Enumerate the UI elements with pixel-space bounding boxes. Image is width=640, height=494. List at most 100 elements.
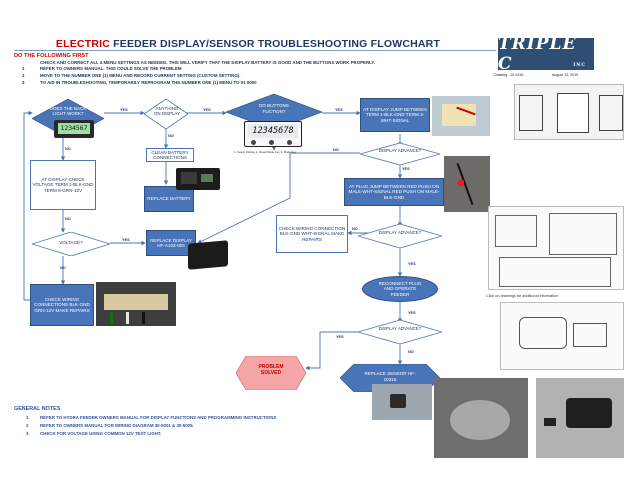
photo-display-unit[interactable] [188,240,228,270]
diagram-block-1 [495,215,537,247]
note-2: REFER TO OWNERS MANUAL FOR WIRING DIAGRA… [40,423,194,428]
wire-white [126,312,129,324]
photo-jumper-display[interactable] [432,96,490,136]
photo-wiring-connections[interactable] [96,282,176,326]
decision-voltage [32,232,110,256]
terminal-right [599,95,623,131]
do-first-heading: DO THE FOLLOWING FIRST [14,53,89,59]
lcd-small-readout: 1234567 [58,123,90,134]
note-number-1: 1 [26,415,29,420]
label-no-5: NO [352,227,358,231]
diagram-block-3 [499,257,611,287]
action-reconnect-text: RECONNECT PLUG AND OPERATE FEEDER [378,280,422,297]
action-check-wiring: CHECK WIRING CONNECTION BLK-GND WHT-SIGN… [276,215,348,253]
lcd-legend: 1- Select Display 2- Reset/Mode Key 3- M… [234,150,297,154]
note-1: REFER TO HYDRA FEEDER OWNERS MANUAL FOR … [40,415,277,420]
action-replace-display: REPLACE DISPLAY HF-A103-005 [146,230,196,256]
label-no-3: NO [333,148,339,152]
photo-display-buttons[interactable]: 12345678 [244,121,302,147]
feeder-body [519,317,567,349]
motor-sensor [544,418,556,426]
photo-motor[interactable] [536,378,624,458]
motor-body [566,398,612,428]
action-plug-jump: AT PLUG JUMP BETWEEN RED PUSH ON MALE-WH… [344,178,444,206]
general-notes-heading: GENERAL NOTES [14,406,61,412]
sensor-body [390,394,406,408]
label-no-7: NO [408,350,414,354]
label-yes-5: YES [122,238,130,242]
action-replace-sensor-text: REPLACE SENSOR HF-10316 [364,371,416,382]
battery-label [201,174,213,182]
terminal-block [104,294,168,310]
button-1-icon [251,140,256,145]
button-2-icon [269,140,274,145]
decision-display-advance-3 [358,320,442,344]
decision-voltage-text: VOLTAGE? [59,240,83,245]
terminal-center [557,93,589,133]
label-yes-3: YES [335,108,343,112]
decision-display-advance-1-text: DISPLAY ADVANCE? [378,148,422,153]
label-no-1: NO [65,147,71,151]
photo-sensor-2[interactable] [434,378,528,458]
plug-connector [458,180,464,186]
battery-cell [181,172,197,184]
click-note: Click on drawings for additional informa… [486,294,559,298]
action-check-wiring-12v: CHECK WIRING CONNECTIONS BLK-GND GRN-12V… [30,284,94,326]
photo-sensor-1[interactable] [372,384,432,420]
label-yes-1: YES [120,108,128,112]
drawing-number: Drawing : 10-0316 [494,73,524,77]
decision-display-advance-1 [360,143,440,165]
photo-battery[interactable] [176,168,220,190]
action-clean-battery: CLEAN BATTERY CONNECTIONS [146,148,194,162]
note-number-2: 2 [26,423,29,428]
action-replace-battery: REPLACE BATTERY [144,186,194,212]
wire-black [142,312,145,324]
decision-anything [144,99,188,129]
title-divider [14,50,496,51]
action-jump-display: AT DISPLAY JUMP BETWEEN TERM 1-BLK-GND T… [360,98,430,132]
page-title: ELECTRIC FEEDER DISPLAY/SENSOR TROUBLESH… [55,38,441,50]
decision-display-advance-3-text: DISPLAY ADVANCE? [378,326,422,331]
label-no-4: NO [65,217,71,221]
label-no-6: NO [60,266,66,270]
drawing-feeder-assembly[interactable] [500,302,624,370]
label-yes-4: YES [402,167,410,171]
label-no-2: NO [168,134,174,138]
note-number-3: 3 [26,431,29,436]
decision-buttons-text: DO BUTTONS FUCTION? [258,103,290,114]
sensor-wheel [450,400,510,440]
decision-anything-text: ANYTHING ON DISPLAY [153,106,181,117]
button-3-icon [287,140,292,145]
drawing-wiring-diagram[interactable] [488,206,624,290]
photo-backlight-display[interactable]: 1234567 [54,120,94,138]
decision-backlight-text: DOES THE BACK LIGHT WORK? [49,106,87,117]
label-yes-2: YES [203,108,211,112]
decision-display-advance-2-text: DISPLAY ADVANCE? [378,230,422,235]
feeder-motor [573,323,607,347]
terminal-left [519,95,543,131]
diagram-block-2 [549,213,617,255]
action-reconnect: RECONNECT PLUG AND OPERATE FEEDER [362,276,438,302]
instruction-number-1: 1 [22,66,25,71]
photo-plug-jump[interactable] [444,156,490,212]
lcd-large-readout: 12345678 [248,124,298,138]
instruction-0: CHECK AND CORRECT ALL 4 MENU SETTINGS AS… [40,60,376,65]
label-yes-8: YES [336,335,344,339]
note-3: CHECK FOR VOLTAGE USING COMMON 12V TEST … [40,431,162,436]
terminal-problem-solved-text: PROBLEM SOLVED [258,364,284,377]
label-yes-6: YES [408,262,416,266]
instruction-1: REFER TO OWNERS MANUAL. THIS COULD SOLVE… [40,66,182,71]
label-yes-7: YES [408,311,416,315]
instruction-2: MOVE TO THE NUMBER ONE (1) MENU AND RECO… [40,73,241,78]
instruction-3: TO AID IN TROUBLESHOOTING, TEMPORARILY R… [40,80,257,85]
drawing-terminal-diagram[interactable] [514,84,624,140]
wire-green [110,312,113,324]
decision-display-advance-2 [358,224,442,248]
instruction-number-2: 2 [22,73,25,78]
drawing-date: August 13, 2015 [552,73,579,77]
action-check-voltage: AT DISPLAY CHECK VOLTAGE TERM 1-BLK-GND … [30,160,96,210]
terminal-problem-solved [236,356,306,390]
instruction-number-3: 3 [22,80,25,85]
